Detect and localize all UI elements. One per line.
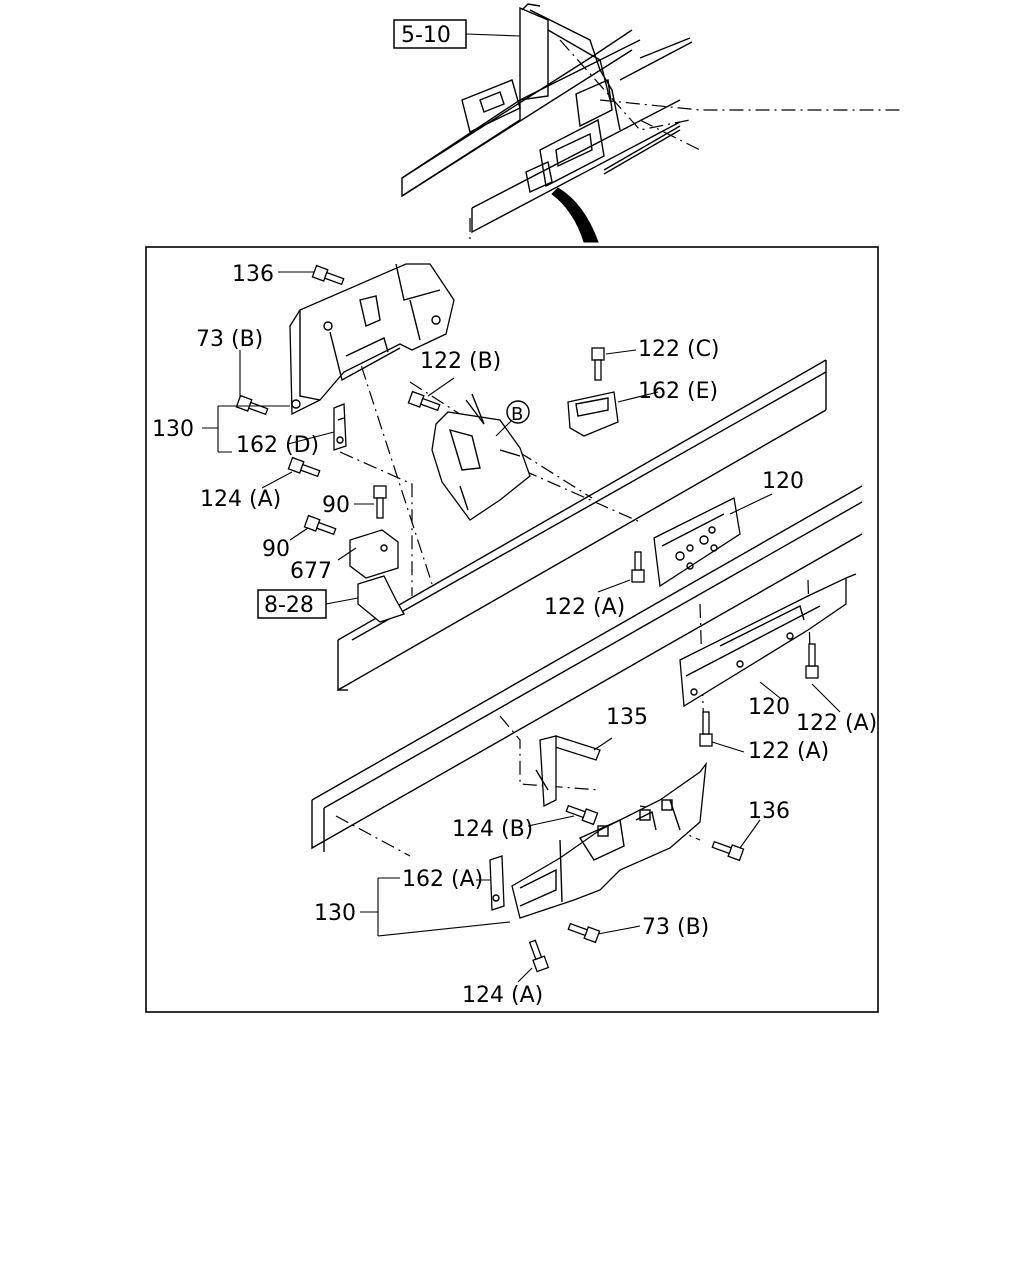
ref-box-5-10 — [393, 19, 467, 49]
bracket-130-upper — [289, 263, 455, 416]
bolt-icon — [631, 551, 645, 583]
label-162e: 162 (E) — [638, 379, 718, 404]
label-90-b: 90 — [262, 537, 290, 562]
ref-label-8-28: 8-28 — [264, 593, 314, 618]
bolt-icon — [287, 456, 321, 478]
bolt-icon — [303, 514, 337, 536]
label-136-top: 136 — [232, 262, 274, 287]
label-130-top: 130 — [152, 417, 194, 442]
label-136-bottom: 136 — [748, 799, 790, 824]
block-162e — [567, 391, 619, 437]
bolt-icon — [528, 939, 550, 973]
label-162a: 162 (A) — [402, 867, 483, 892]
label-122a-right: 122 (A) — [796, 711, 877, 736]
strap-162d — [333, 403, 347, 451]
leader-lines — [202, 271, 841, 983]
label-162d: 162 (D) — [236, 433, 319, 458]
plate-120-lower — [679, 573, 857, 708]
strap-135 — [535, 735, 601, 808]
label-130-bottom: 130 — [314, 901, 356, 926]
bolt-icon — [373, 485, 387, 519]
label-124b: 124 (B) — [452, 817, 533, 842]
bolt-icon — [591, 347, 605, 381]
detail-frame-border — [145, 246, 879, 1013]
bolt-icon — [567, 922, 601, 944]
label-122a-bottom: 122 (A) — [748, 739, 829, 764]
bracket-677 — [349, 529, 399, 579]
bolt-icon — [711, 840, 745, 862]
bracket-130-lower — [511, 761, 707, 919]
strap-162a — [489, 855, 505, 911]
bracket-b-part — [431, 393, 531, 521]
label-122c: 122 (C) — [638, 337, 720, 362]
label-122b: 122 (B) — [420, 349, 501, 374]
plate-120-upper — [653, 497, 741, 588]
part-8-28 — [357, 575, 405, 623]
ref-label-5-10: 5-10 — [401, 23, 451, 48]
label-120-top: 120 — [762, 469, 804, 494]
part-labels: 136 73 (B) 130 162 (D) 124 (A) 90 90 677… — [152, 262, 877, 1008]
bolt-icon — [805, 643, 819, 679]
callout-b-circle — [506, 400, 530, 424]
lower-frame-rail — [311, 485, 863, 852]
bolt-icon — [235, 394, 269, 416]
label-90-a: 90 — [322, 493, 350, 518]
callout-b-label: B — [511, 404, 523, 425]
bolt-icon — [699, 711, 713, 747]
frame-overview-illustration — [401, 3, 900, 243]
bolt-icon — [565, 804, 599, 826]
label-677: 677 — [290, 559, 332, 584]
label-122a-left: 122 (A) — [544, 595, 625, 620]
bolt-icon — [407, 390, 441, 412]
alignment-lines — [331, 297, 811, 857]
label-73b-bottom: 73 (B) — [642, 915, 709, 940]
label-135: 135 — [606, 705, 648, 730]
ref-box-8-28 — [257, 589, 327, 619]
label-73b-top: 73 (B) — [196, 327, 263, 352]
label-124a-top: 124 (A) — [200, 487, 281, 512]
bolt-icon — [311, 264, 345, 286]
upper-frame-rail — [337, 359, 827, 692]
bolt-icons — [235, 264, 819, 973]
label-124a-bottom: 124 (A) — [462, 983, 543, 1008]
label-120-bottom: 120 — [748, 695, 790, 720]
